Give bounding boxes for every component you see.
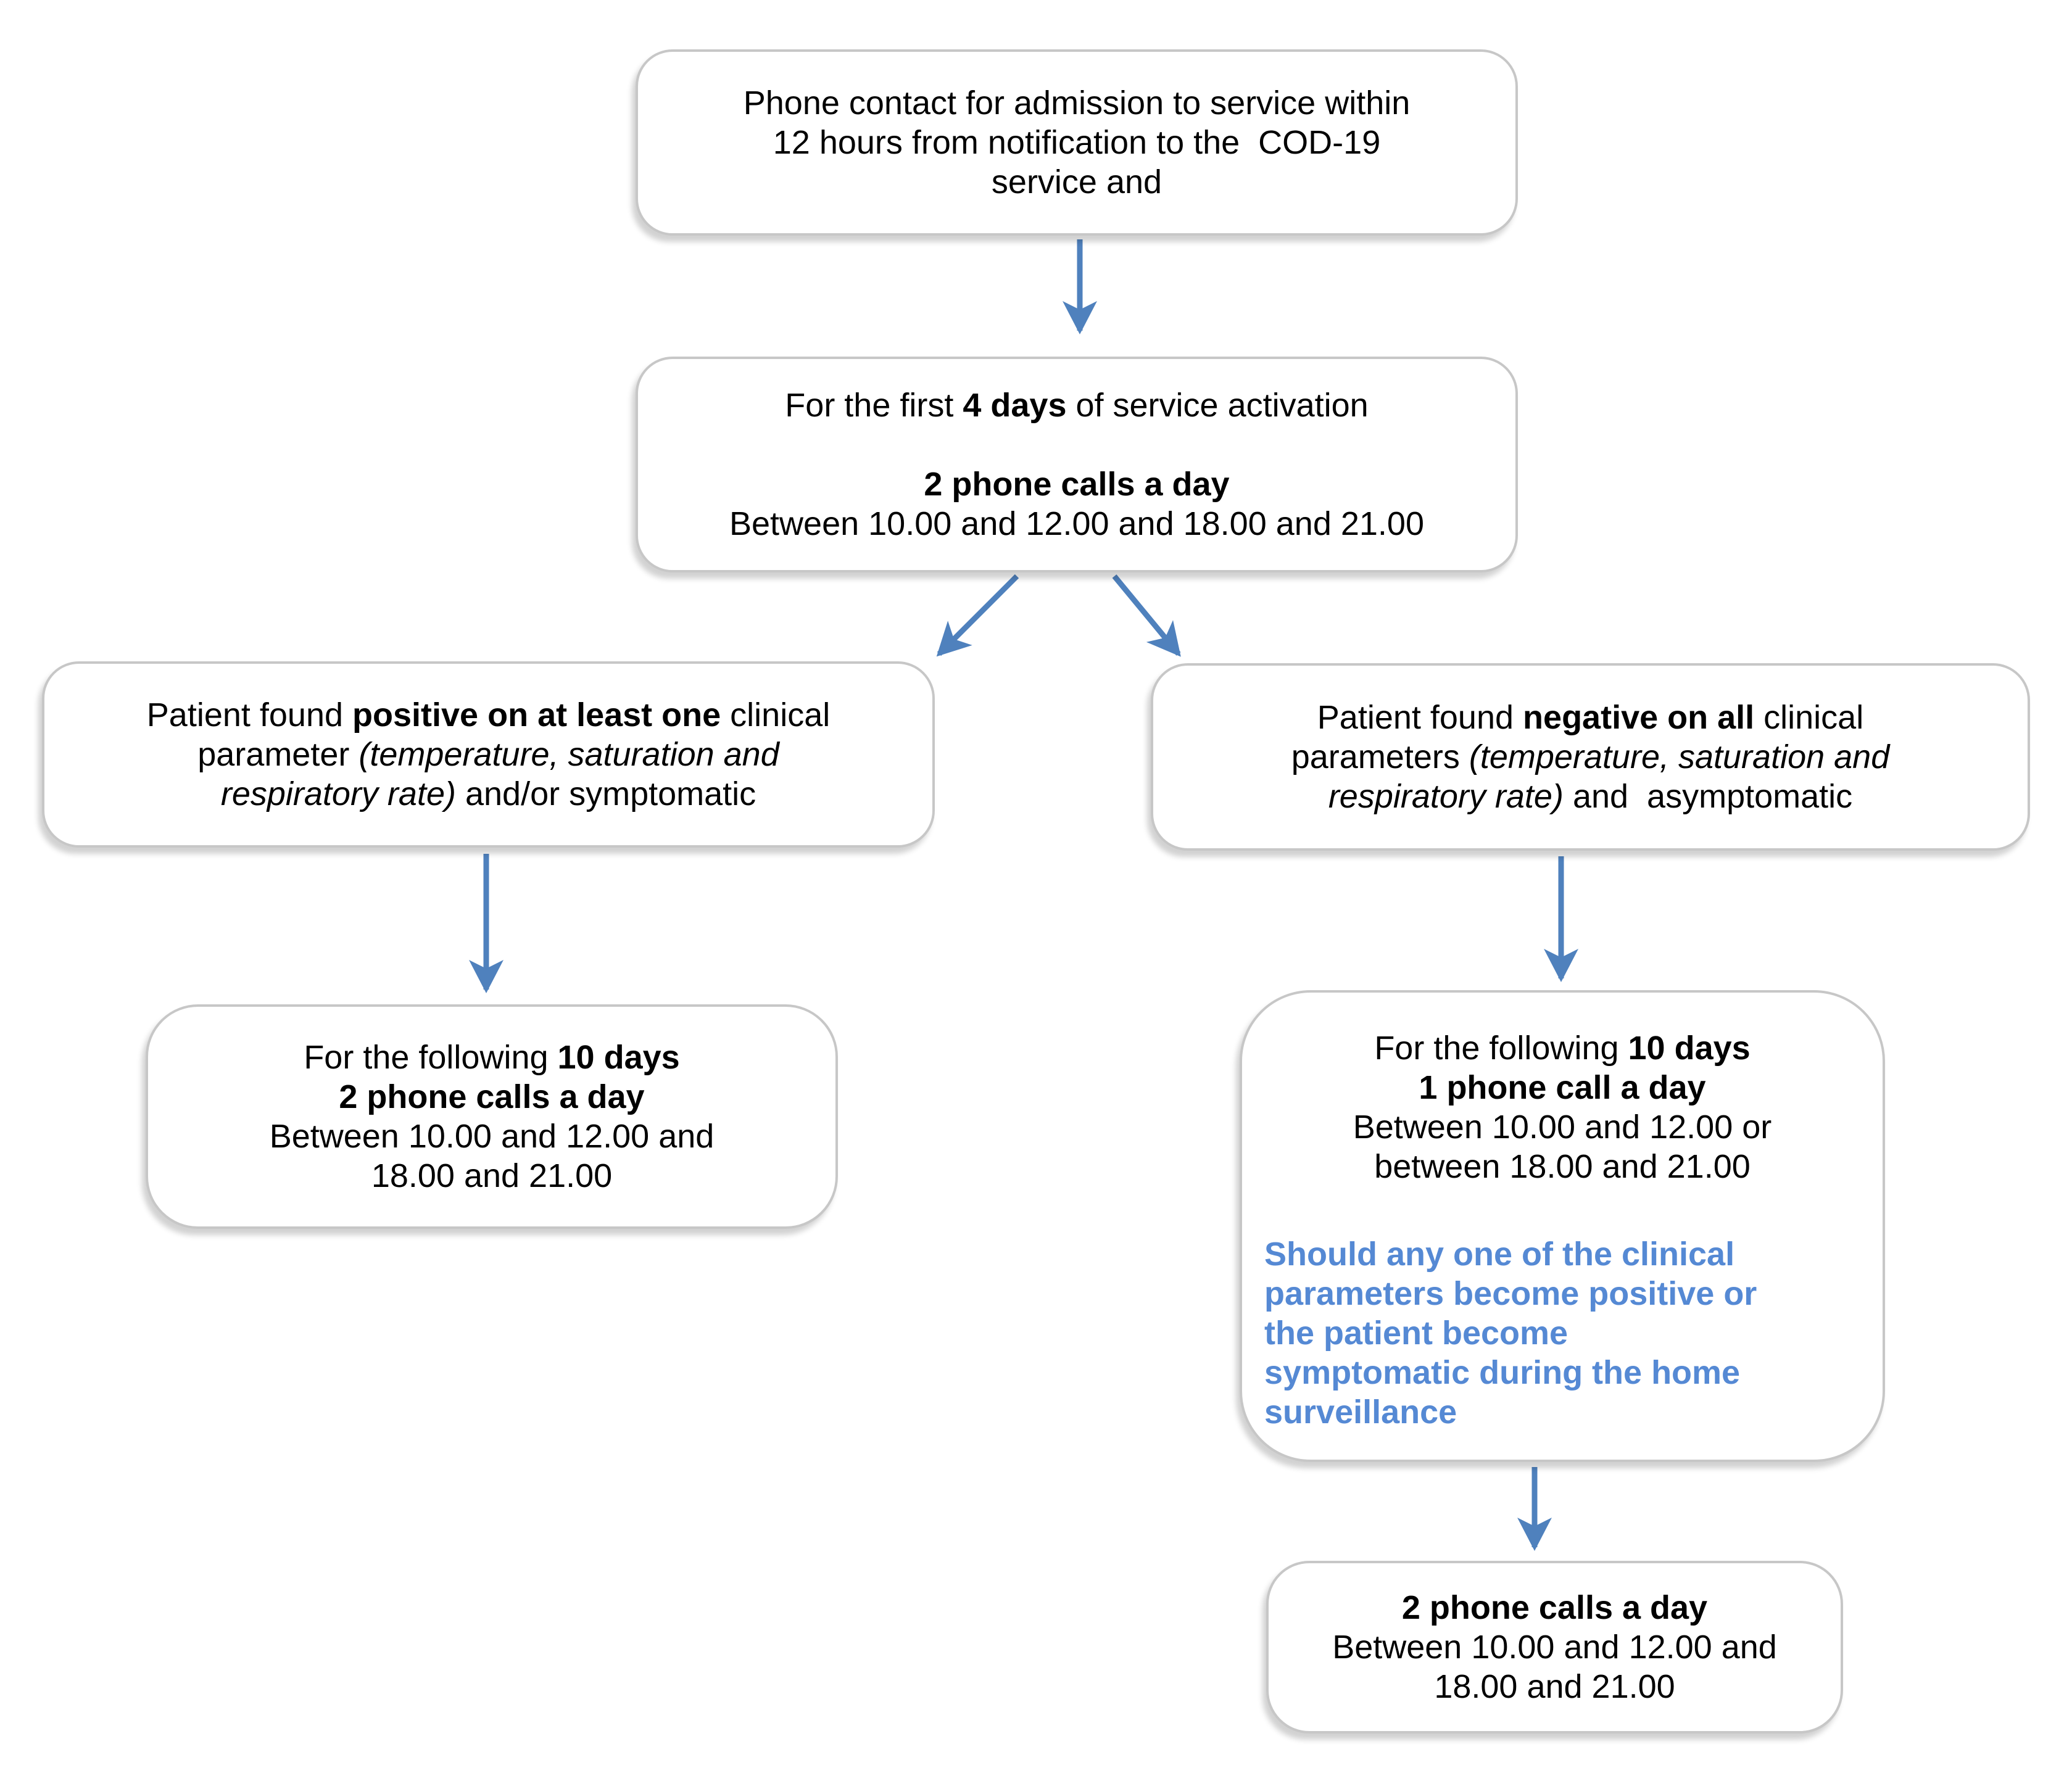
text-segment: clinical xyxy=(721,696,831,734)
text-line: 1 phone call a day xyxy=(1242,1068,1883,1107)
box-first-4-days-protocol: For the first 4 days of service activati… xyxy=(636,357,1518,572)
text-segment: 2 phone calls a day xyxy=(339,1078,645,1115)
arrow-branch-right-negative xyxy=(1112,574,1181,657)
text-line: Phone contact for admission to service w… xyxy=(744,83,1411,123)
text-line: For the first 4 days of service activati… xyxy=(785,386,1368,425)
text-line: Should any one of the clinical xyxy=(1264,1234,1870,1274)
text-segment: surveillance xyxy=(1264,1394,1457,1431)
text-line: between 18.00 and 21.00 xyxy=(1242,1147,1883,1186)
text-line: 2 phone calls a day xyxy=(1402,1588,1707,1627)
text-segment: 4 days xyxy=(963,387,1067,424)
text-line: Between 10.00 and 12.00 and xyxy=(1332,1627,1777,1667)
text-line: 18.00 and 21.00 xyxy=(1434,1667,1675,1706)
text-segment: and/or symptomatic xyxy=(455,775,756,812)
text-segment: For the following xyxy=(1374,1030,1628,1067)
text-line: service and xyxy=(992,162,1162,202)
text-segment: 10 days xyxy=(557,1039,680,1076)
text-segment: parameters xyxy=(1291,738,1469,775)
box-patient-positive-parameter: Patient found positive on at least one c… xyxy=(42,661,935,848)
text-segment: Should any one of the clinical xyxy=(1264,1236,1735,1273)
text-segment: Between 10.00 and 12.00 or xyxy=(1353,1109,1772,1146)
text-line: 12 hours from notification to the COD-19 xyxy=(773,123,1380,162)
text-segment: 12 hours from notification to the COD-19 xyxy=(773,124,1381,161)
text-line: Between 10.00 and 12.00 or xyxy=(1242,1107,1883,1147)
arrow-branch-left-positive xyxy=(936,574,1019,657)
text-segment: service and xyxy=(991,163,1162,200)
text-segment: symptomatic during the home xyxy=(1264,1354,1741,1391)
text-segment: Patient found xyxy=(1317,699,1523,736)
text-line: 2 phone calls a day xyxy=(924,465,1229,504)
text-segment: positive on at least one xyxy=(352,696,721,734)
text-segment: For the following xyxy=(304,1039,558,1076)
text-segment: Between 10.00 and 12.00 and 18.00 and 21… xyxy=(729,505,1424,542)
text-line: respiratory rate) and/or symptomatic xyxy=(221,774,756,814)
text-segment: respiratory rate) xyxy=(1328,778,1564,815)
text-segment: and asymptomatic xyxy=(1563,778,1853,815)
text-segment: negative on all xyxy=(1523,699,1755,736)
text-segment: Patient found xyxy=(146,696,353,734)
text-segment: of service activation xyxy=(1066,387,1369,424)
text-line: 18.00 and 21.00 xyxy=(371,1156,612,1196)
text-segment: 2 phone calls a day xyxy=(924,466,1230,503)
text-segment: the patient become xyxy=(1264,1315,1569,1352)
text-segment: Between 10.00 and 12.00 and xyxy=(1332,1629,1777,1666)
arrow-shaft xyxy=(936,574,1019,657)
text-line: For the following 10 days xyxy=(304,1038,679,1077)
text-segment: For the first xyxy=(785,387,963,424)
text-line: the patient become xyxy=(1264,1313,1870,1353)
text-line: parameters (temperature, saturation and xyxy=(1291,737,1890,777)
text-line: Between 10.00 and 12.00 and 18.00 and 21… xyxy=(729,504,1424,543)
text-line: respiratory rate) and asymptomatic xyxy=(1328,777,1852,816)
text-segment: 10 days xyxy=(1628,1030,1751,1067)
box-phone-contact-admission: Phone contact for admission to service w… xyxy=(636,49,1518,236)
text-segment: 2 phone calls a day xyxy=(1401,1589,1708,1626)
text-line: For the following 10 days xyxy=(1242,1028,1883,1068)
text-line: Patient found negative on all clinical xyxy=(1317,698,1863,737)
text-segment: Phone contact for admission to service w… xyxy=(743,85,1411,122)
text-segment: 1 phone call a day xyxy=(1419,1069,1706,1106)
text-segment: (temperature, saturation and xyxy=(1469,738,1890,775)
text-segment: parameter xyxy=(197,736,359,773)
arrow-shaft xyxy=(1112,574,1181,657)
text-segment: parameters become positive or xyxy=(1264,1275,1757,1312)
text-segment: clinical xyxy=(1754,699,1864,736)
text-line: surveillance xyxy=(1264,1392,1870,1432)
text-segment: 18.00 and 21.00 xyxy=(1434,1668,1675,1705)
text-segment: 18.00 and 21.00 xyxy=(371,1157,613,1194)
text-line: parameter (temperature, saturation and xyxy=(197,735,779,774)
text-line: Patient found positive on at least one c… xyxy=(147,695,830,735)
text-segment: between 18.00 and 21.00 xyxy=(1374,1148,1751,1185)
text-line: 2 phone calls a day xyxy=(339,1077,644,1117)
text-line: symptomatic during the home xyxy=(1264,1353,1870,1392)
text-segment: Between 10.00 and 12.00 and xyxy=(269,1118,715,1155)
text-segment: (temperature, saturation and xyxy=(358,736,779,773)
text-segment: respiratory rate) xyxy=(220,775,456,812)
text-line: Between 10.00 and 12.00 and xyxy=(270,1117,715,1156)
text-line: parameters become positive or xyxy=(1264,1274,1870,1313)
